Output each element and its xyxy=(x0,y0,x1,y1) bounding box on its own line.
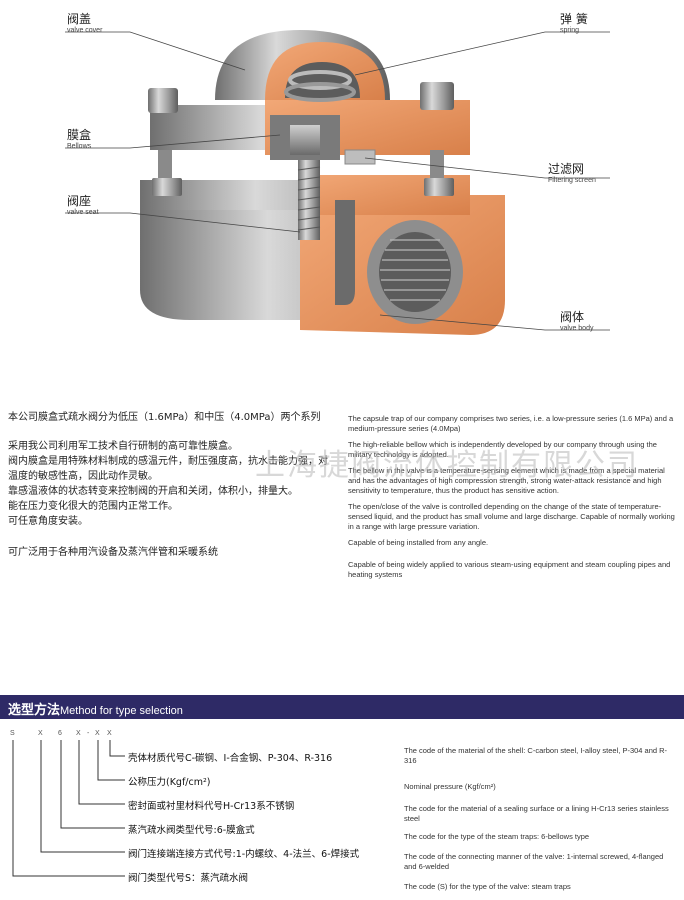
callout-body: 阀体 valve body xyxy=(560,308,593,332)
intro-english: The capsule trap of our company comprise… xyxy=(348,414,678,580)
code-desc-cn-2: 公称压力(Kgf/cm²) xyxy=(128,777,211,788)
intro-en-p5: Capable of being installed from any angl… xyxy=(348,538,489,547)
intro-en-p1: The capsule trap of our company comprise… xyxy=(348,414,674,433)
intro-cn-p4: 靠感温液体的状态转变来控制阀的开启和关闭，体积小，排量大。 xyxy=(8,486,298,497)
callout-valve-cover: 阀盖 valve cover xyxy=(67,10,102,34)
selection-title-cn: 选型方法 xyxy=(8,703,61,718)
code-desc-en-6: The code (S) for the type of the valve: … xyxy=(404,882,571,891)
callout-cn: 阀体 xyxy=(560,310,585,324)
callout-cn: 弹 簧 xyxy=(560,12,588,26)
type-code-diagram: S X 6 X - X X 壳体材质代号C-碳钢、I-合金钢、P-304、R-3… xyxy=(0,726,684,900)
callout-en: Bellows xyxy=(67,143,92,150)
valve-cutaway-drawing xyxy=(140,30,505,335)
intro-cn-p3: 阀内膜盒是用特殊材料制成的感温元件，耐压强度高，抗水击能力强，对温度的敏感性高，… xyxy=(8,456,328,482)
callout-bellows: 膜盒 Bellows xyxy=(67,126,91,150)
code-desc-cn-6: 阀门类型代号S：蒸汽疏水阀 xyxy=(128,873,249,884)
company-watermark: 上海捷阀流体控制有限公司 xyxy=(255,448,639,483)
code-char-1: S xyxy=(10,730,15,737)
code-char-7: X xyxy=(107,730,112,737)
callout-seat: 阀座 valve seat xyxy=(67,192,99,216)
callout-cn: 膜盒 xyxy=(67,128,92,142)
selection-title-en: Method for type selection xyxy=(60,705,183,717)
selection-header-bar: 选型方法Method for type selection xyxy=(0,695,684,719)
callout-en: spring xyxy=(560,27,580,34)
intro-cn-p5: 能在压力变化很大的范围内正常工作。 xyxy=(8,501,178,512)
callout-filter: 过滤网 Filtering screen xyxy=(548,160,596,184)
callout-en: valve cover xyxy=(67,27,103,34)
code-char-5: - xyxy=(87,730,90,737)
intro-cn-p1: 本公司膜盒式疏水阀分为低压（1.6MPa）和中压（4.0MPa）两个系列 xyxy=(8,412,321,423)
callout-spring: 弹 簧 spring xyxy=(560,10,588,34)
intro-en-p2: The high-reliable bellow which is indepe… xyxy=(348,440,657,459)
intro-cn-p2: 采用我公司利用军工技术自行研制的高可靠性膜盒。 xyxy=(8,441,238,452)
code-desc-en-3: The code for the material of a sealing s… xyxy=(404,804,669,823)
code-desc-en-4: The code for the type of the steam traps… xyxy=(404,832,590,841)
callout-lines xyxy=(65,31,610,331)
code-desc-cn-1: 壳体材质代号C-碳钢、I-合金钢、P-304、R-316 xyxy=(128,753,333,764)
code-desc-cn-3: 密封面或衬里材料代号H-Cr13系不锈钢 xyxy=(128,801,295,812)
intro-en-p3: The bellow in the valve is a temperature… xyxy=(348,466,665,495)
code-desc-cn-5: 阀门连接端连接方式代号:1-内螺纹、4-法兰、6-焊接式 xyxy=(128,849,360,860)
code-char-6: X xyxy=(95,730,100,737)
code-desc-cn-4: 蒸汽疏水阀类型代号:6-膜盒式 xyxy=(128,825,255,836)
code-char-4: X xyxy=(76,730,81,737)
callout-cn: 过滤网 xyxy=(548,162,585,176)
valve-illustration xyxy=(0,0,684,380)
intro-chinese: 本公司膜盒式疏水阀分为低压（1.6MPa）和中压（4.0MPa）两个系列 采用我… xyxy=(8,410,328,560)
code-char-2: X xyxy=(38,730,43,737)
intro-cn-p6: 可任意角度安装。 xyxy=(8,516,88,527)
code-desc-en-2: Nominal pressure (Kgf/cm²) xyxy=(404,782,496,791)
callout-en: valve body xyxy=(560,325,594,332)
callout-en: Filtering screen xyxy=(548,177,596,184)
intro-cn-p7: 可广泛用于各种用汽设备及蒸汽伴管和采暖系统 xyxy=(8,547,218,558)
code-bracket-lines xyxy=(12,740,125,877)
intro-en-p4: The open/close of the valve is controlle… xyxy=(348,502,675,531)
code-desc-en-5: The code of the connecting manner of the… xyxy=(404,852,664,871)
callout-cn: 阀座 xyxy=(67,194,92,208)
callout-cn: 阀盖 xyxy=(67,12,92,26)
code-char-3: 6 xyxy=(58,730,62,737)
callout-en: valve seat xyxy=(67,209,99,216)
code-desc-en-1: The code of the material of the shell: C… xyxy=(404,746,668,765)
intro-en-p6: Capable of being widely applied to vario… xyxy=(348,560,671,579)
